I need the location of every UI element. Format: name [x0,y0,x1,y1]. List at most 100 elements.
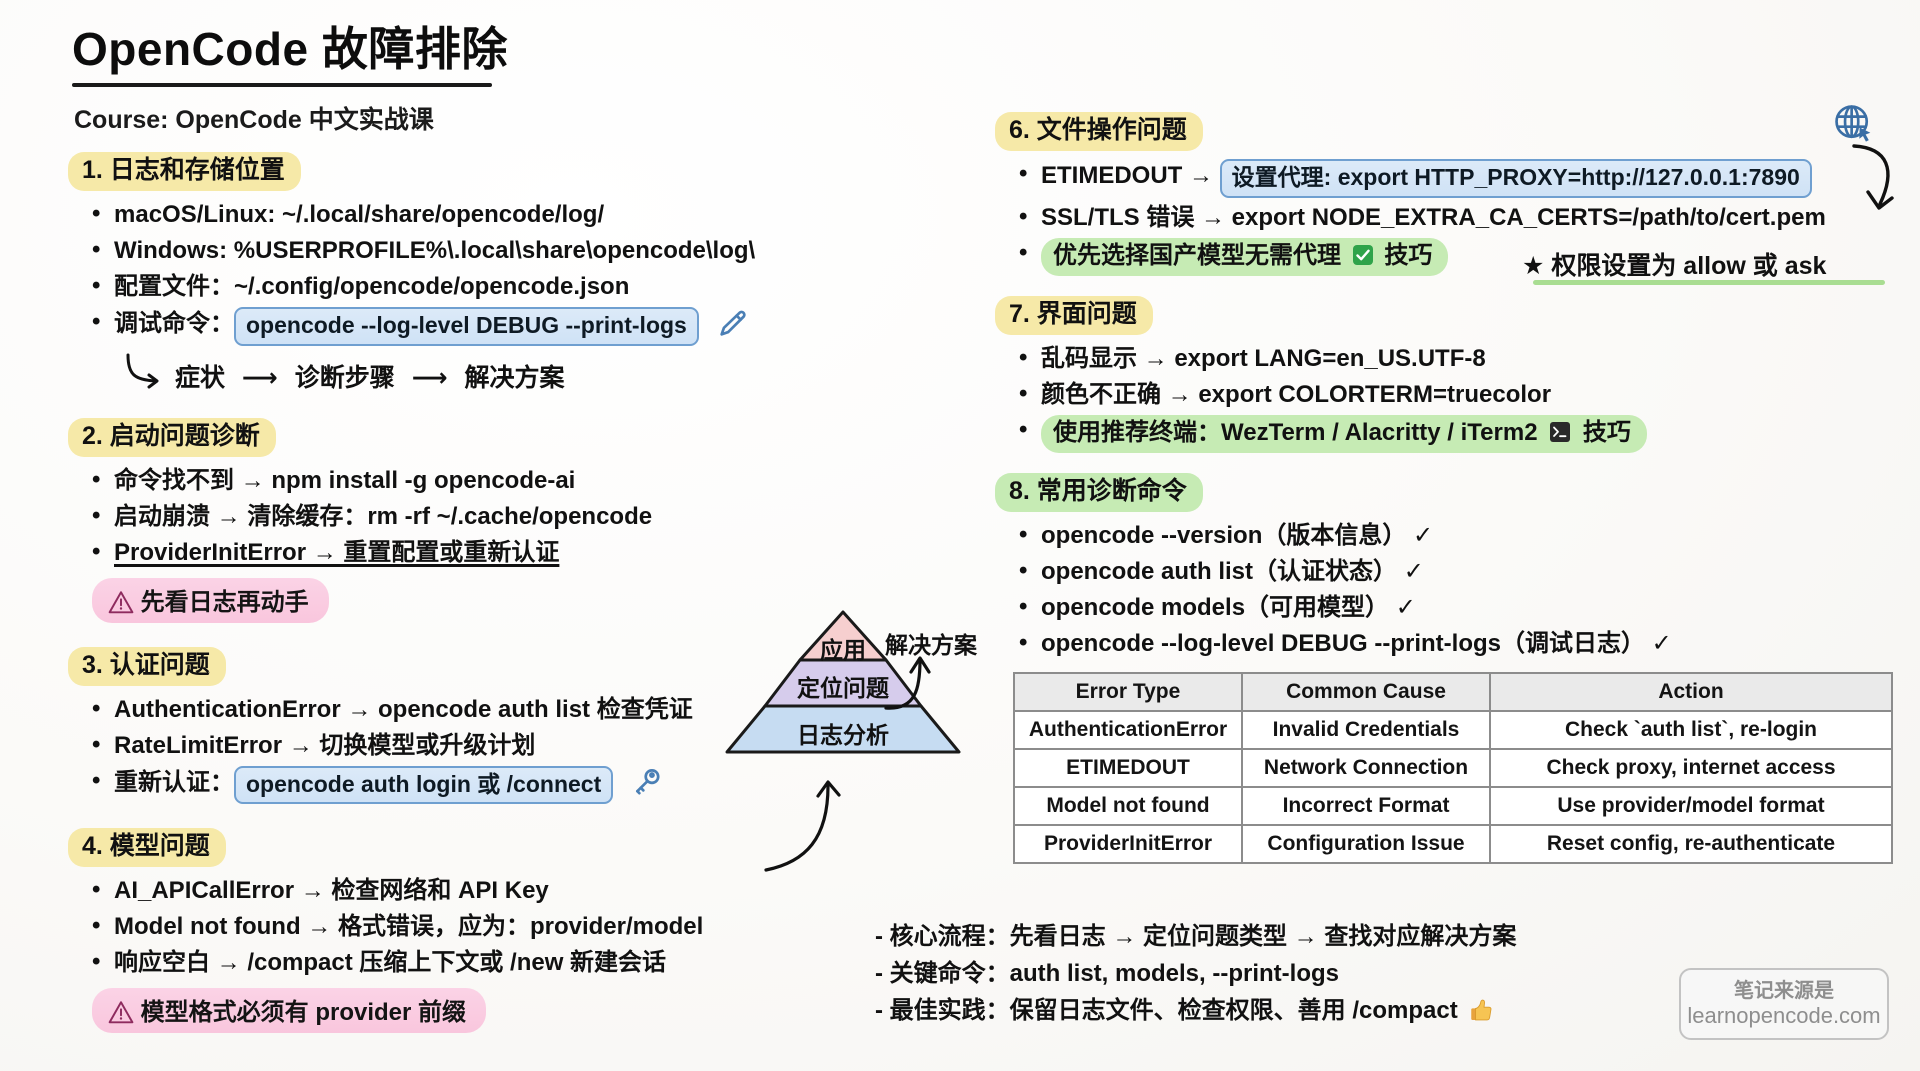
check-icon: ✓ [1413,521,1434,549]
left-column: 1. 日志和存储位置 macOS/Linux: ~/.local/share/o… [68,152,878,1034]
warning-triangle-icon [108,1000,134,1024]
list-item-tip: 优先选择国产模型无需代理 技巧 [1017,236,1895,278]
debug-command-label: 调试命令： [114,309,234,337]
section-8: 8. 常用诊断命令 opencode --version（版本信息） ✓ ope… [995,472,1895,662]
cell-error-type: AuthenticationError [1013,710,1243,750]
table-row: ProviderInitError Configuration Issue Re… [1013,824,1893,864]
section-4-warning-text: 模型格式必须有 provider 前缀 [140,999,467,1027]
list-item-text: opencode models（可用模型） [1041,593,1390,621]
section-4-warning-badge: 模型格式必须有 provider 前缀 [92,988,487,1034]
section-6-tip-badge: 优先选择国产模型无需代理 技巧 [1041,237,1449,276]
error-reference-table-wrap: Error Type Common Cause Action Authentic… [1013,672,1893,864]
list-item: opencode --log-level DEBUG --print-logs（… [1017,626,1895,662]
list-item: SSL/TLS 错误 → export NODE_EXTRA_CA_CERTS=… [1017,200,1895,236]
list-item: RateLimitError → 切换模型或升级计划 [90,728,878,764]
flow-step-1: 症状 [174,363,225,392]
section-4-heading: 4. 模型问题 [68,828,226,868]
pyramid-callout-arrow-icon [884,656,931,710]
section-6-list: ETIMEDOUT → 设置代理: export HTTP_PROXY=http… [1017,157,1895,277]
list-item: opencode --version（版本信息） ✓ [1017,518,1895,554]
table-row: Model not found Incorrect Format Use pro… [1013,786,1893,826]
flow-arrow-icon: ⟶ [241,363,278,392]
permission-star-underline [1533,280,1885,285]
section-8-list: opencode --version（版本信息） ✓ opencode auth… [1017,518,1895,662]
cell-common-cause: Network Connection [1241,748,1491,788]
column-header-error-type: Error Type [1013,672,1243,712]
flow-step-2: 诊断步骤 [294,363,395,392]
section-7-tip-suffix: 技巧 [1582,418,1631,446]
check-icon: ✓ [1395,593,1416,621]
warning-triangle-icon [108,590,134,614]
list-item: Model not found → 格式错误，应为：provider/model [90,909,878,945]
error-reference-table: Error Type Common Cause Action Authentic… [1013,672,1893,864]
check-mark-green-icon [1352,244,1374,266]
section-7-list: 乱码显示 → export LANG=en_US.UTF-8 颜色不正确 → e… [1017,341,1895,455]
list-item-reauth: 重新认证：opencode auth login 或 /connect [90,764,878,807]
cell-action: Check `auth list`, re-login [1489,710,1893,750]
cell-error-type: Model not found [1013,786,1243,826]
watermark-line-2: learnopencode.com [1687,1002,1881,1028]
page-title-block: OpenCode 故障排除 [72,24,508,87]
summary-line-key-commands: - 关键命令：auth list, models, --print-logs [875,960,1339,988]
section-4: 4. 模型问题 AI_APICallError → 检查网络和 API Key … [68,828,878,1034]
globe-cursor-icon [1832,102,1876,146]
cell-common-cause: Invalid Credentials [1241,710,1491,750]
curved-arrow-down-right-icon [122,352,168,392]
summary-block: - 核心流程：先看日志 → 定位问题类型 → 查找对应解决方案 - 关键命令：a… [875,918,1516,1030]
cell-common-cause: Incorrect Format [1241,786,1491,826]
pencil-icon[interactable] [716,308,750,342]
section-3: 3. 认证问题 AuthenticationError → opencode a… [68,646,878,807]
list-item: 颜色不正确 → export COLORTERM=truecolor [1017,377,1895,413]
reauth-code[interactable]: opencode auth login 或 /connect [234,765,614,805]
list-item-text: opencode --log-level DEBUG --print-logs（… [1041,629,1645,657]
proxy-command-code[interactable]: 设置代理: export HTTP_PROXY=http://127.0.0.1… [1219,159,1812,198]
section-1-flow: 症状 ⟶ 诊断步骤 ⟶ 解决方案 [122,352,878,394]
list-item: Windows: %USERPROFILE%\.local\share\open… [90,233,878,269]
section-2-list: 命令找不到 → npm install -g opencode-ai 启动崩溃 … [90,463,878,571]
list-item-tip: 使用推荐终端：WezTerm / Alacritty / iTerm2 技巧 [1017,413,1895,455]
cell-action: Use provider/model format [1489,786,1893,826]
summary-line-core-flow: - 核心流程：先看日志 → 定位问题类型 → 查找对应解决方案 [875,923,1517,950]
section-6-tip-suffix: 技巧 [1384,241,1433,269]
section-2-warning-badge: 先看日志再动手 [92,577,329,623]
debug-command-code[interactable]: opencode --log-level DEBUG --print-logs [234,306,699,346]
section-2-heading: 2. 启动问题诊断 [68,417,276,457]
list-item: opencode models（可用模型） ✓ [1017,590,1895,626]
list-item: AI_APICallError → 检查网络和 API Key [90,873,878,909]
section-4-list: AI_APICallError → 检查网络和 API Key Model no… [90,873,878,981]
page-title: OpenCode 故障排除 [72,23,508,75]
section-1: 1. 日志和存储位置 macOS/Linux: ~/.local/share/o… [68,152,878,394]
reauth-label: 重新认证： [114,768,234,796]
table-row: AuthenticationError Invalid Credentials … [1013,710,1893,750]
list-item-text: ProviderInitError → 重置配置或重新认证 [114,538,560,566]
globe-to-proxy-arrow-icon [1852,144,1894,210]
course-subtitle: Course: OpenCode 中文实战课 [74,106,434,134]
right-column: 6. 文件操作问题 ETIMEDOUT → 设置代理: export HTTP_… [995,112,1895,661]
section-6-tip-text: 优先选择国产模型无需代理 [1053,241,1341,269]
section-2-warning-text: 先看日志再动手 [140,588,309,616]
cell-action: Reset config, re-authenticate [1489,824,1893,864]
list-item-debug-command: 调试命令：opencode --log-level DEBUG --print-… [90,305,878,348]
summary-best-practice-text: - 最佳实践：保留日志文件、检查权限、善用 /compact [875,997,1458,1025]
pyramid-solution-callout: 解决方案 [885,632,977,658]
section-7-tip-text: 使用推荐终端：WezTerm / Alacritty / iTerm2 [1053,418,1538,446]
list-item: opencode auth list（认证状态） ✓ [1017,554,1895,590]
list-item: 启动崩溃 → 清除缓存：rm -rf ~/.cache/opencode [90,499,878,535]
cell-error-type: ProviderInitError [1013,824,1243,864]
section-3-list: AuthenticationError → opencode auth list… [90,692,878,806]
terminal-icon [1549,421,1571,443]
column-header-action: Action [1489,672,1893,712]
flow-arrow-icon: ⟶ [411,363,448,392]
list-item-text: opencode --version（版本信息） [1041,521,1407,549]
section-2: 2. 启动问题诊断 命令找不到 → npm install -g opencod… [68,417,878,623]
thumbs-up-icon [1468,997,1494,1023]
section-1-list: macOS/Linux: ~/.local/share/opencode/log… [90,197,878,347]
section-6-heading: 6. 文件操作问题 [995,112,1203,152]
key-icon[interactable] [630,766,664,800]
model-to-pyramid-arrow-icon [764,780,841,872]
cell-action: Check proxy, internet access [1489,748,1893,788]
summary-line-best-practice: - 最佳实践：保留日志文件、检查权限、善用 /compact [875,992,1516,1029]
section-1-heading: 1. 日志和存储位置 [68,152,301,192]
cell-common-cause: Configuration Issue [1241,824,1491,864]
section-6: 6. 文件操作问题 ETIMEDOUT → 设置代理: export HTTP_… [995,112,1895,278]
